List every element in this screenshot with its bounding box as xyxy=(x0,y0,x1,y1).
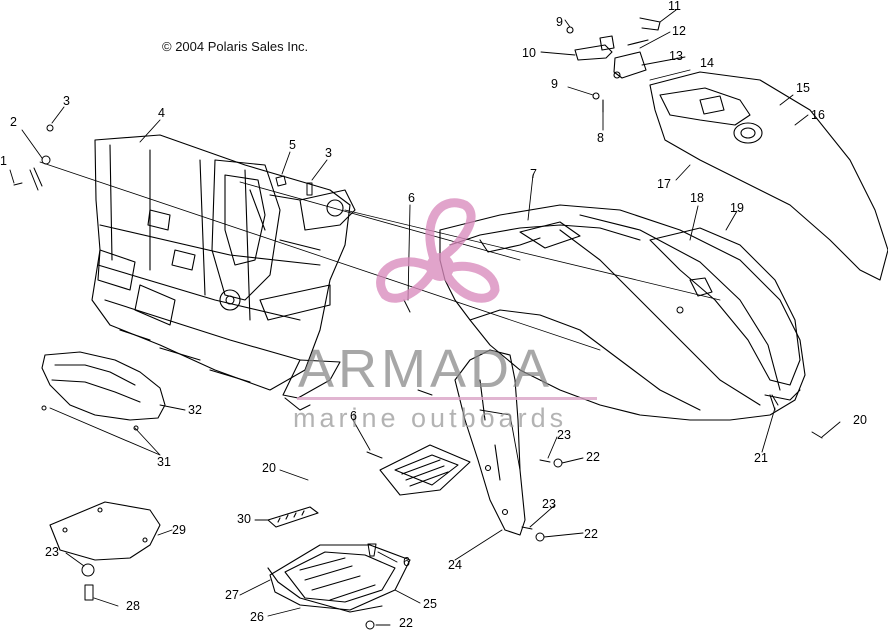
callout-12: 12 xyxy=(672,24,686,38)
callout-10: 10 xyxy=(522,46,536,60)
callout-20a: 20 xyxy=(853,413,867,427)
callout-24: 24 xyxy=(448,558,462,572)
callout-3a: 3 xyxy=(63,94,70,108)
bracket-drawing xyxy=(566,17,661,113)
bag-drawing xyxy=(41,351,166,421)
callout-11: 11 xyxy=(668,0,681,13)
callout-2: 2 xyxy=(10,115,17,129)
callout-6b: 6 xyxy=(350,409,357,423)
callout-8: 8 xyxy=(597,131,604,145)
callout-17: 17 xyxy=(657,177,671,191)
callout-22a: 22 xyxy=(586,450,600,464)
callout-9b: 9 xyxy=(551,77,558,91)
callout-23c: 23 xyxy=(542,497,556,511)
callout-21: 21 xyxy=(754,451,768,465)
callout-7: 7 xyxy=(530,167,537,181)
callout-5: 5 xyxy=(289,138,296,152)
callout-13: 13 xyxy=(669,49,683,63)
callout-6a: 6 xyxy=(408,191,415,205)
skid-plate-drawing xyxy=(49,501,161,561)
callout-28: 28 xyxy=(126,599,140,613)
callout-9a: 9 xyxy=(556,15,563,29)
front-fender-drawing xyxy=(649,71,888,281)
callout-23b: 23 xyxy=(45,545,59,559)
copyright-notice: © 2004 Polaris Sales Inc. xyxy=(162,39,309,54)
callout-20b: 20 xyxy=(262,461,276,475)
inner-fender-drawing xyxy=(649,227,801,386)
strip-drawing xyxy=(267,506,319,528)
frame-drawing xyxy=(91,134,356,411)
propeller-icon xyxy=(376,198,500,303)
callout-1: 1 xyxy=(0,154,7,168)
callout-6c: 6 xyxy=(403,555,410,569)
mud-guard-drawing xyxy=(454,349,526,536)
callout-16: 16 xyxy=(811,108,825,122)
rear-fender-drawing xyxy=(439,204,806,421)
callout-19: 19 xyxy=(730,201,744,215)
watermark-divider xyxy=(297,397,597,400)
footwell-drawing xyxy=(267,544,411,613)
callout-22c: 22 xyxy=(399,616,413,630)
callout-31: 31 xyxy=(157,455,171,469)
callout-3b: 3 xyxy=(325,146,332,160)
hardware-drawing xyxy=(13,124,823,630)
callout-18: 18 xyxy=(690,191,704,205)
watermark-tagline: marine outboards xyxy=(293,403,568,433)
callout-14: 14 xyxy=(700,56,714,70)
callout-15: 15 xyxy=(796,81,810,95)
callout-30: 30 xyxy=(237,512,251,526)
callout-26: 26 xyxy=(250,610,264,624)
watermark-brand: ARMADA xyxy=(298,339,554,399)
callout-25: 25 xyxy=(423,597,437,611)
callout-27: 27 xyxy=(225,588,239,602)
callout-32: 32 xyxy=(188,403,202,417)
footrest-small-drawing xyxy=(379,444,471,496)
callout-22b: 22 xyxy=(584,527,598,541)
callout-29: 29 xyxy=(172,523,186,537)
leader-lines xyxy=(9,9,841,626)
callout-4: 4 xyxy=(158,106,165,120)
callout-23a: 23 xyxy=(557,428,571,442)
